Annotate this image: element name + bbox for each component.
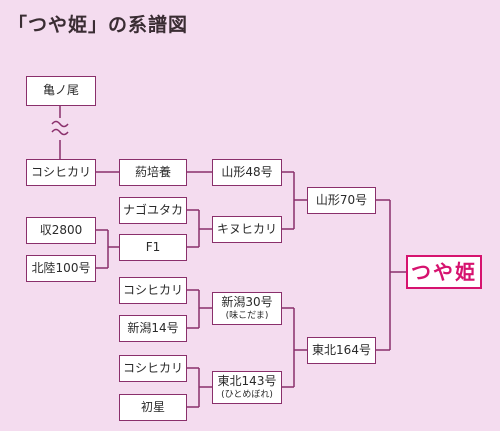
- node-koshihikari-1: コシヒカリ: [26, 159, 96, 186]
- node-yamagata-48: 山形48号: [212, 159, 282, 186]
- node-tohoku-143-sublabel: (ひとめぼれ): [221, 389, 273, 400]
- node-kinuhikari: キヌヒカリ: [212, 216, 282, 243]
- node-tsuyahime: つや姫: [406, 255, 482, 289]
- node-hokuriku-100: 北陸100号: [26, 255, 96, 282]
- node-shu-2800: 収2800: [26, 217, 96, 244]
- node-niigata-30-label: 新潟30号: [221, 294, 273, 309]
- page-title: 「つや姫」の系譜図: [8, 14, 189, 36]
- node-tohoku-143-label: 東北143号: [217, 373, 277, 388]
- node-yakubaiyo: 葯培養: [119, 159, 187, 186]
- node-tohoku-164: 東北164号: [307, 337, 376, 364]
- node-tohoku-143: 東北143号 (ひとめぼれ): [212, 371, 282, 404]
- node-niigata-30: 新潟30号 (味こだま): [212, 292, 282, 325]
- node-f1: F1: [119, 234, 187, 261]
- node-kamenoo: 亀ノ尾: [26, 76, 96, 106]
- node-yamagata-70: 山形70号: [307, 187, 376, 214]
- node-nagoyutaka: ナゴユタカ: [119, 197, 187, 224]
- node-hatsuboshi: 初星: [119, 394, 187, 421]
- node-niigata-30-sublabel: (味こだま): [225, 310, 269, 321]
- node-niigata-14: 新潟14号: [119, 315, 187, 342]
- node-koshihikari-3: コシヒカリ: [119, 355, 187, 382]
- node-koshihikari-2: コシヒカリ: [119, 277, 187, 304]
